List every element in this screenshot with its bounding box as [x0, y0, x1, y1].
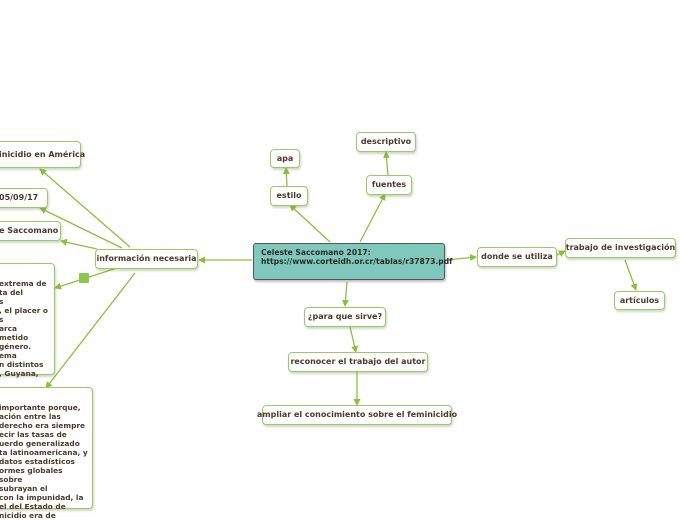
node-autor[interactable]: e Saccomano — [0, 221, 61, 241]
edge-central-estilo — [289, 204, 331, 243]
node-descriptivo-label: descriptivo — [360, 137, 412, 147]
node-para-que-sirve[interactable]: ¿para que sirve? — [304, 307, 386, 327]
node-articulos-label: artículos — [619, 295, 660, 305]
edge-informacion-importancia — [45, 272, 136, 389]
node-informacion-necesaria-label: información necesaria — [96, 254, 197, 264]
node-reconocer[interactable]: reconocer el trabajo del autor — [288, 352, 428, 372]
node-trabajo-investigacion-label: trabajo de investigación — [565, 243, 676, 253]
node-feminicidio-america-label: inicidio en América — [0, 149, 86, 159]
edge-donde-trabajo — [556, 250, 566, 257]
central-topic[interactable]: Celeste Saccomano 2017: https://www.cort… — [253, 243, 452, 280]
node-apa-label: apa — [276, 153, 294, 163]
node-definicion[interactable]: extrema de ta del s , el placer o s arca… — [0, 263, 55, 379]
edge-central-donde — [445, 254, 477, 262]
node-ampliar-label: ampliar el conocimiento sobre el feminic… — [256, 410, 458, 420]
node-importancia[interactable]: importante porque, ación entre las derec… — [0, 387, 93, 520]
edge-paraque-reconocer — [349, 326, 359, 353]
node-autor-label: e Saccomano — [0, 226, 59, 236]
edge-estilo-apa — [282, 167, 290, 187]
note-icon[interactable] — [79, 273, 89, 283]
central-topic-label: Celeste Saccomano 2017: https://www.cort… — [261, 248, 453, 266]
edge-central-fuentes — [359, 193, 386, 243]
node-descriptivo[interactable]: descriptivo — [356, 132, 416, 152]
edge-informacion-america — [39, 168, 131, 248]
node-donde-se-utiliza[interactable]: donde se utiliza — [477, 247, 557, 267]
node-para-que-sirve-label: ¿para que sirve? — [307, 312, 383, 322]
node-definicion-text: extrema de ta del s , el placer o s arca… — [0, 279, 48, 379]
node-estilo-label: estilo — [276, 191, 302, 201]
node-fecha-label: 05/09/17 — [0, 193, 39, 203]
node-feminicidio-america[interactable]: inicidio en América — [0, 141, 85, 168]
node-reconocer-label: reconocer el trabajo del autor — [290, 357, 426, 367]
node-fecha[interactable]: 05/09/17 — [0, 188, 48, 208]
node-fuentes-label: fuentes — [371, 180, 407, 190]
edge-fuentes-descriptivo — [383, 151, 390, 177]
node-donde-se-utiliza-label: donde se utiliza — [481, 252, 553, 262]
edge-informacion-autor — [60, 238, 98, 250]
edge-informacion-fecha — [39, 207, 123, 249]
node-apa[interactable]: apa — [270, 149, 300, 168]
node-informacion-necesaria[interactable]: información necesaria — [95, 249, 198, 269]
node-importancia-text: importante porque, ación entre las derec… — [0, 403, 88, 520]
edge-trabajo-articulos — [624, 259, 638, 291]
node-articulos[interactable]: artículos — [614, 291, 665, 310]
node-ampliar[interactable]: ampliar el conocimiento sobre el feminic… — [257, 405, 457, 425]
node-fuentes[interactable]: fuentes — [366, 175, 412, 195]
node-trabajo-investigacion[interactable]: trabajo de investigación — [565, 238, 676, 258]
node-estilo[interactable]: estilo — [270, 186, 308, 206]
edge-central-paraque — [342, 281, 349, 307]
